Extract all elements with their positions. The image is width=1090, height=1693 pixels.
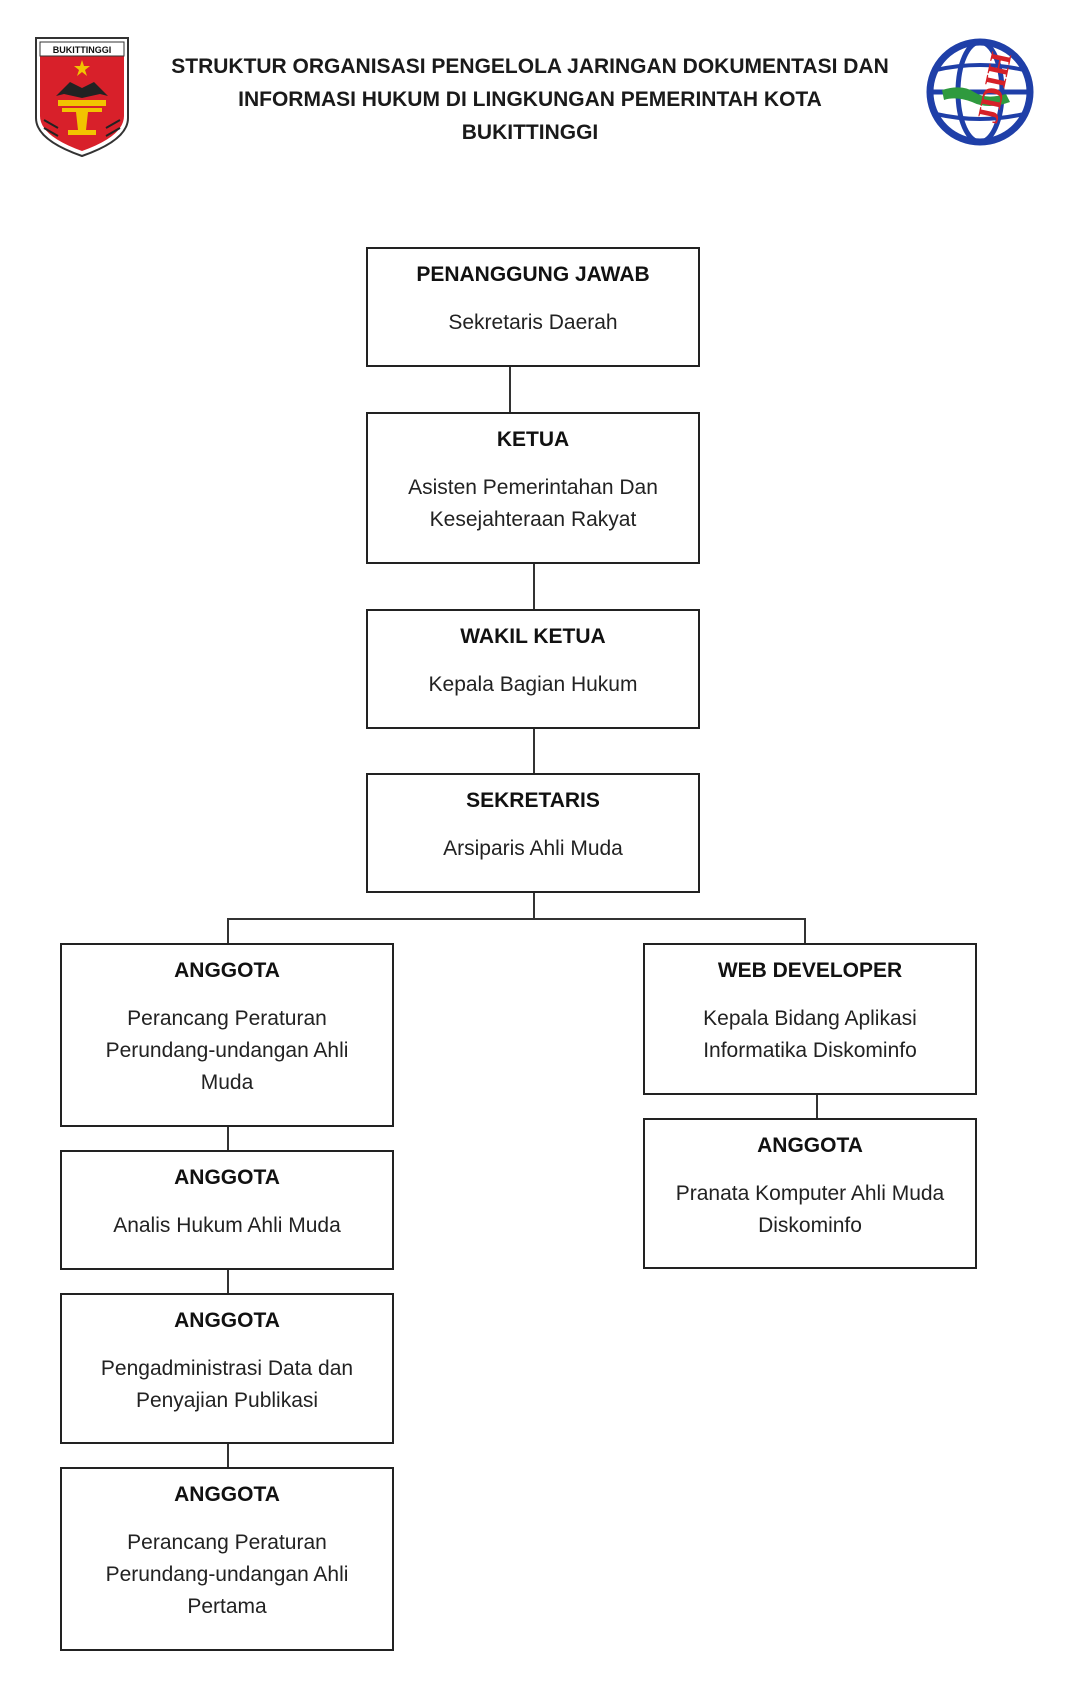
node-role: ANGGOTA: [174, 1166, 280, 1189]
node-desc: Pengadministrasi Data dan Penyajian Publ…: [100, 1357, 354, 1412]
bukittinggi-logo: BUKITTINGGI: [34, 36, 130, 158]
node-role: WEB DEVELOPER: [717, 959, 903, 982]
node-role: SEKRETARIS: [466, 789, 600, 812]
node-sekretaris: SEKRETARIS Arsiparis Ahli Muda: [366, 773, 700, 893]
connector-line: [227, 918, 805, 920]
node-web-developer: WEB DEVELOPER Kepala Bidang Aplikasi Inf…: [643, 943, 977, 1095]
node-desc: Sekretaris Daerah: [448, 311, 618, 334]
title-line-1: STRUKTUR ORGANISASI PENGELOLA JARINGAN D…: [171, 55, 889, 78]
connector-line: [804, 918, 806, 944]
node-role: PENANGGUNG JAWAB: [416, 263, 650, 286]
node-desc: Kepala Bagian Hukum: [428, 673, 638, 696]
connector-line: [816, 1094, 818, 1119]
title-line-2: INFORMASI HUKUM DI LINGKUNGAN PEMERINTAH…: [238, 88, 822, 111]
svg-text:BUKITTINGGI: BUKITTINGGI: [53, 45, 112, 55]
node-anggota-web: ANGGOTA Pranata Komputer Ahli Muda Disko…: [643, 1118, 977, 1269]
node-anggota-2: ANGGOTA Analis Hukum Ahli Muda: [60, 1150, 394, 1270]
node-role: WAKIL KETUA: [460, 625, 606, 648]
connector-line: [227, 918, 229, 944]
node-desc: Arsiparis Ahli Muda: [443, 837, 623, 860]
node-desc: Perancang Peraturan Perundang-undangan A…: [105, 1007, 349, 1094]
title-line-3: BUKITTINGGI: [461, 121, 599, 144]
node-anggota-4: ANGGOTA Perancang Peraturan Perundang-un…: [60, 1467, 394, 1651]
node-desc: Analis Hukum Ahli Muda: [113, 1214, 341, 1237]
node-desc: Asisten Pemerintahan Dan Kesejahteraan R…: [408, 476, 658, 531]
node-desc: Kepala Bidang Aplikasi Informatika Disko…: [703, 1007, 917, 1062]
page-title: STRUKTUR ORGANISASI PENGELOLA JARINGAN D…: [170, 50, 890, 149]
connector-line: [227, 1270, 229, 1294]
connector-line: [533, 893, 535, 918]
connector-line: [533, 729, 535, 774]
node-penanggung-jawab: PENANGGUNG JAWAB Sekretaris Daerah: [366, 247, 700, 367]
node-role: ANGGOTA: [174, 959, 280, 982]
connector-line: [227, 1127, 229, 1151]
node-anggota-3: ANGGOTA Pengadministrasi Data dan Penyaj…: [60, 1293, 394, 1444]
connector-line: [533, 564, 535, 611]
connector-line: [509, 366, 511, 413]
node-desc: Pranata Komputer Ahli Muda Diskominfo: [675, 1182, 945, 1237]
node-anggota-1: ANGGOTA Perancang Peraturan Perundang-un…: [60, 943, 394, 1127]
node-role: ANGGOTA: [174, 1309, 280, 1332]
connector-line: [227, 1444, 229, 1468]
node-role: ANGGOTA: [757, 1134, 863, 1157]
node-desc: Perancang Peraturan Perundang-undangan A…: [105, 1531, 349, 1618]
node-role: ANGGOTA: [174, 1483, 280, 1506]
node-ketua: KETUA Asisten Pemerintahan Dan Kesejahte…: [366, 412, 700, 564]
jdih-logo: JDIH: [922, 30, 1046, 150]
node-wakil-ketua: WAKIL KETUA Kepala Bagian Hukum: [366, 609, 700, 729]
node-role: KETUA: [496, 428, 570, 451]
